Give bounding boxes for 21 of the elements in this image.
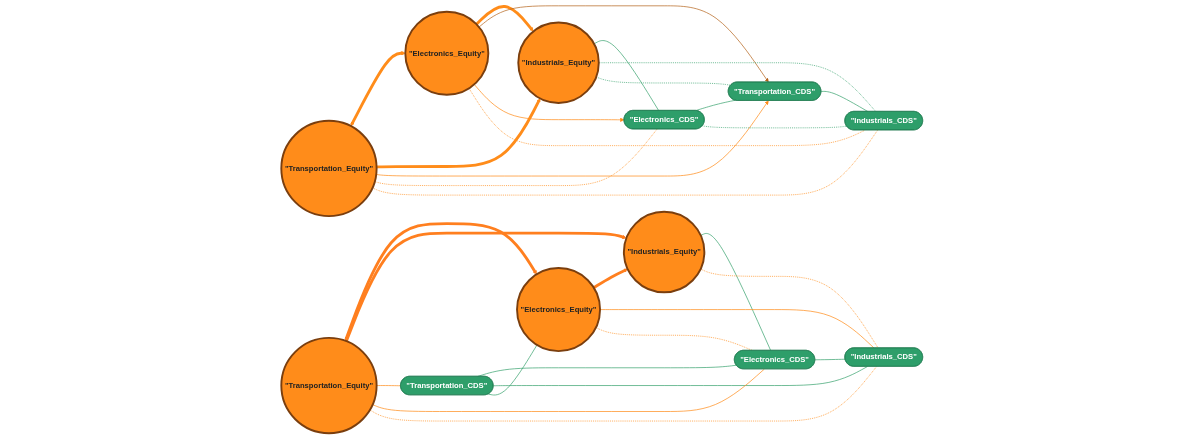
- connector: [376, 385, 402, 387]
- connector: [468, 87, 866, 146]
- connector: [493, 366, 868, 387]
- arrow: [475, 5, 534, 32]
- connector: [372, 368, 765, 412]
- connector: [372, 129, 878, 196]
- connector: [814, 358, 846, 361]
- connector: [593, 40, 660, 111]
- connector: [598, 62, 877, 112]
- connector: [695, 99, 736, 111]
- connector: [700, 233, 772, 351]
- connector: [487, 344, 538, 396]
- arrow: [350, 51, 406, 127]
- arrow: [344, 231, 627, 342]
- arrow: [593, 268, 628, 289]
- connector: [700, 268, 879, 349]
- arrow: [376, 98, 541, 169]
- connector: [820, 91, 869, 112]
- connector: [374, 128, 658, 186]
- connector: [369, 366, 877, 422]
- connector: [595, 327, 753, 351]
